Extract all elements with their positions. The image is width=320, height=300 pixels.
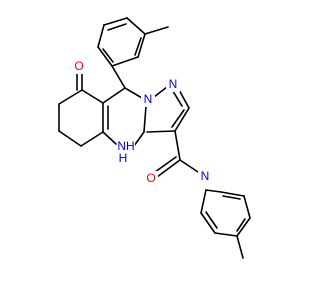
bond bbox=[58, 89, 83, 105]
molecule-diagram: O N N NH H N O bbox=[58, 17, 251, 259]
bond bbox=[58, 130, 82, 147]
bond bbox=[107, 23, 127, 31]
bond bbox=[81, 89, 104, 104]
bond bbox=[153, 86, 168, 98]
bond-layer bbox=[58, 17, 251, 259]
bond bbox=[134, 37, 142, 56]
bond bbox=[133, 131, 145, 147]
bond bbox=[205, 211, 218, 229]
bond bbox=[174, 130, 181, 161]
bond bbox=[156, 159, 181, 178]
atom-n-amide: N bbox=[201, 169, 210, 183]
bond bbox=[103, 17, 128, 26]
atom-n-pyrazole: N bbox=[169, 77, 178, 91]
atom-labels: O N N NH H N O bbox=[72, 59, 212, 185]
bond bbox=[236, 217, 251, 237]
bond bbox=[111, 65, 126, 89]
atom-n-bridge: N bbox=[144, 92, 153, 106]
bond bbox=[97, 24, 105, 48]
atom-carbonyl-oxygen: O bbox=[146, 171, 155, 185]
bond bbox=[205, 189, 222, 193]
atom-oxygen: O bbox=[74, 59, 83, 73]
bond bbox=[102, 48, 114, 63]
bond bbox=[102, 131, 117, 145]
bond bbox=[137, 33, 146, 58]
bond bbox=[220, 191, 245, 197]
bond bbox=[174, 107, 190, 132]
bond bbox=[143, 105, 147, 133]
bond bbox=[144, 26, 169, 35]
bond bbox=[236, 218, 246, 232]
bond bbox=[179, 159, 199, 173]
bond bbox=[171, 109, 185, 128]
bond bbox=[236, 235, 244, 259]
bond bbox=[200, 212, 216, 234]
bond bbox=[97, 46, 113, 67]
bond bbox=[124, 87, 143, 99]
bond bbox=[146, 130, 176, 133]
bond bbox=[80, 131, 104, 147]
bond bbox=[243, 195, 251, 219]
bond bbox=[154, 156, 177, 173]
bond bbox=[102, 87, 126, 104]
bond bbox=[222, 195, 241, 200]
bond bbox=[111, 56, 139, 67]
bond bbox=[214, 232, 238, 237]
bond bbox=[200, 189, 207, 214]
atom-nh-ring: NH bbox=[117, 139, 134, 153]
atom-nh-amide: H bbox=[119, 151, 128, 165]
bond bbox=[126, 17, 146, 35]
